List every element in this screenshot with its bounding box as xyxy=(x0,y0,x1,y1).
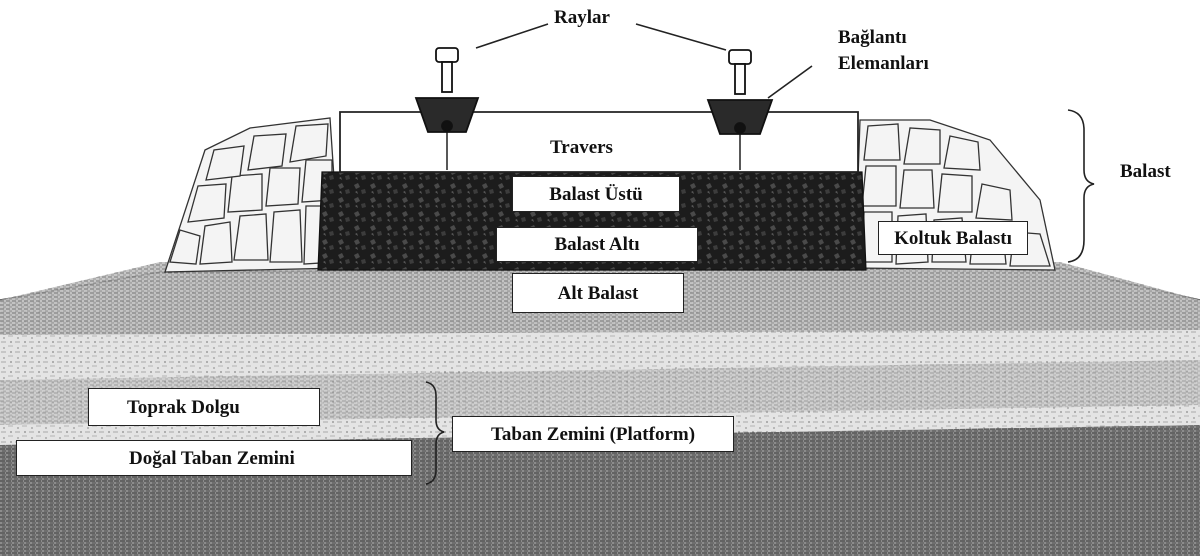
label-baglanti-elemanlari-line1: Bağlantı xyxy=(838,27,907,48)
label-balast-ustu: Balast Üstü xyxy=(512,176,680,212)
label-travers: Travers xyxy=(550,137,613,158)
label-koltuk-balasti: Koltuk Balastı xyxy=(878,221,1028,255)
leader-lines xyxy=(425,23,1095,485)
label-dogal-taban-zemini: Doğal Taban Zemini xyxy=(16,440,412,476)
label-alt-balast: Alt Balast xyxy=(512,273,684,313)
label-balast-alti: Balast Altı xyxy=(496,227,698,262)
label-taban-zemini-platform: Taban Zemini (Platform) xyxy=(452,416,734,452)
rail-left xyxy=(414,47,480,170)
label-baglanti-elemanlari-line2: Elemanları xyxy=(838,53,929,74)
label-balast: Balast xyxy=(1120,161,1171,182)
rail-right xyxy=(706,49,774,170)
label-toprak-dolgu: Toprak Dolgu xyxy=(88,388,320,426)
label-raylar: Raylar xyxy=(554,7,610,28)
